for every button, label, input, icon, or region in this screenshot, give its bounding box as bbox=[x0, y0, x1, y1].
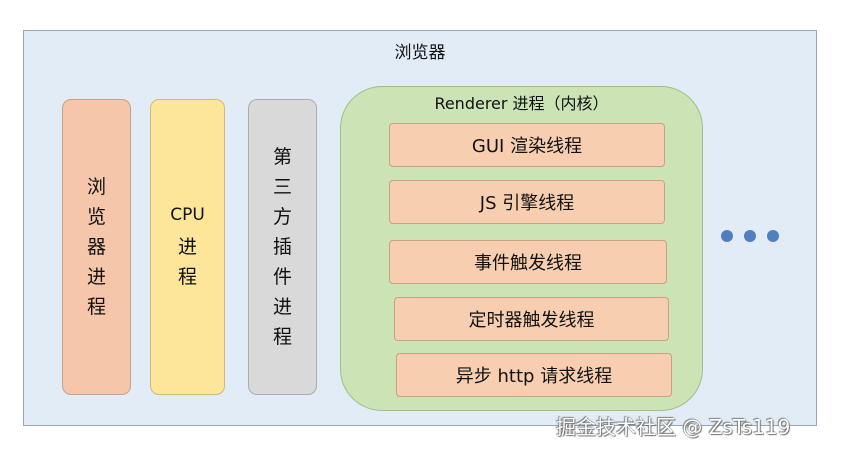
thread-event-trigger: 事件触发线程 bbox=[389, 240, 667, 284]
cpu-process-box: CPU 进 程 bbox=[150, 99, 225, 395]
thread-js-engine: JS 引擎线程 bbox=[389, 180, 665, 224]
browser-title: 浏览器 bbox=[394, 43, 446, 63]
plugin-process-char: 第 bbox=[272, 146, 292, 168]
ellipsis-dot bbox=[767, 230, 779, 242]
browser-process-char: 浏 bbox=[86, 176, 106, 198]
watermark-text: 掘金技术社区 @ ZsTs119 bbox=[556, 415, 791, 439]
browser-process-char: 程 bbox=[86, 296, 106, 318]
thread-gui-render: GUI 渲染线程 bbox=[389, 123, 665, 167]
ellipsis-dot bbox=[744, 230, 756, 242]
plugin-process-char: 方 bbox=[272, 206, 292, 228]
browser-process-char: 器 bbox=[86, 236, 106, 258]
browser-process-char: 览 bbox=[86, 206, 106, 228]
browser-process-char: 进 bbox=[86, 266, 106, 288]
thread-timer-trigger: 定时器触发线程 bbox=[394, 297, 669, 341]
cpu-process-char: 程 bbox=[177, 266, 197, 288]
browser-container: 浏览器 浏 览 器 进 程 CPU 进 程 第 三 方 插 件 进 程 Rend… bbox=[23, 30, 817, 426]
renderer-title: Renderer 进程（内核） bbox=[434, 94, 609, 113]
renderer-process-box: Renderer 进程（内核） GUI 渲染线程 JS 引擎线程 事件触发线程 … bbox=[340, 86, 703, 411]
plugin-process-char: 进 bbox=[272, 296, 292, 318]
browser-process-box: 浏 览 器 进 程 bbox=[62, 99, 131, 395]
thread-async-http: 异步 http 请求线程 bbox=[396, 353, 672, 397]
plugin-process-box: 第 三 方 插 件 进 程 bbox=[248, 99, 317, 395]
plugin-process-char: 件 bbox=[272, 266, 292, 288]
cpu-process-char: 进 bbox=[177, 236, 197, 258]
plugin-process-char: 插 bbox=[272, 236, 292, 258]
ellipsis-dot bbox=[721, 230, 733, 242]
cpu-process-label: CPU bbox=[170, 205, 205, 225]
plugin-process-char: 程 bbox=[272, 326, 292, 348]
plugin-process-char: 三 bbox=[272, 176, 292, 198]
